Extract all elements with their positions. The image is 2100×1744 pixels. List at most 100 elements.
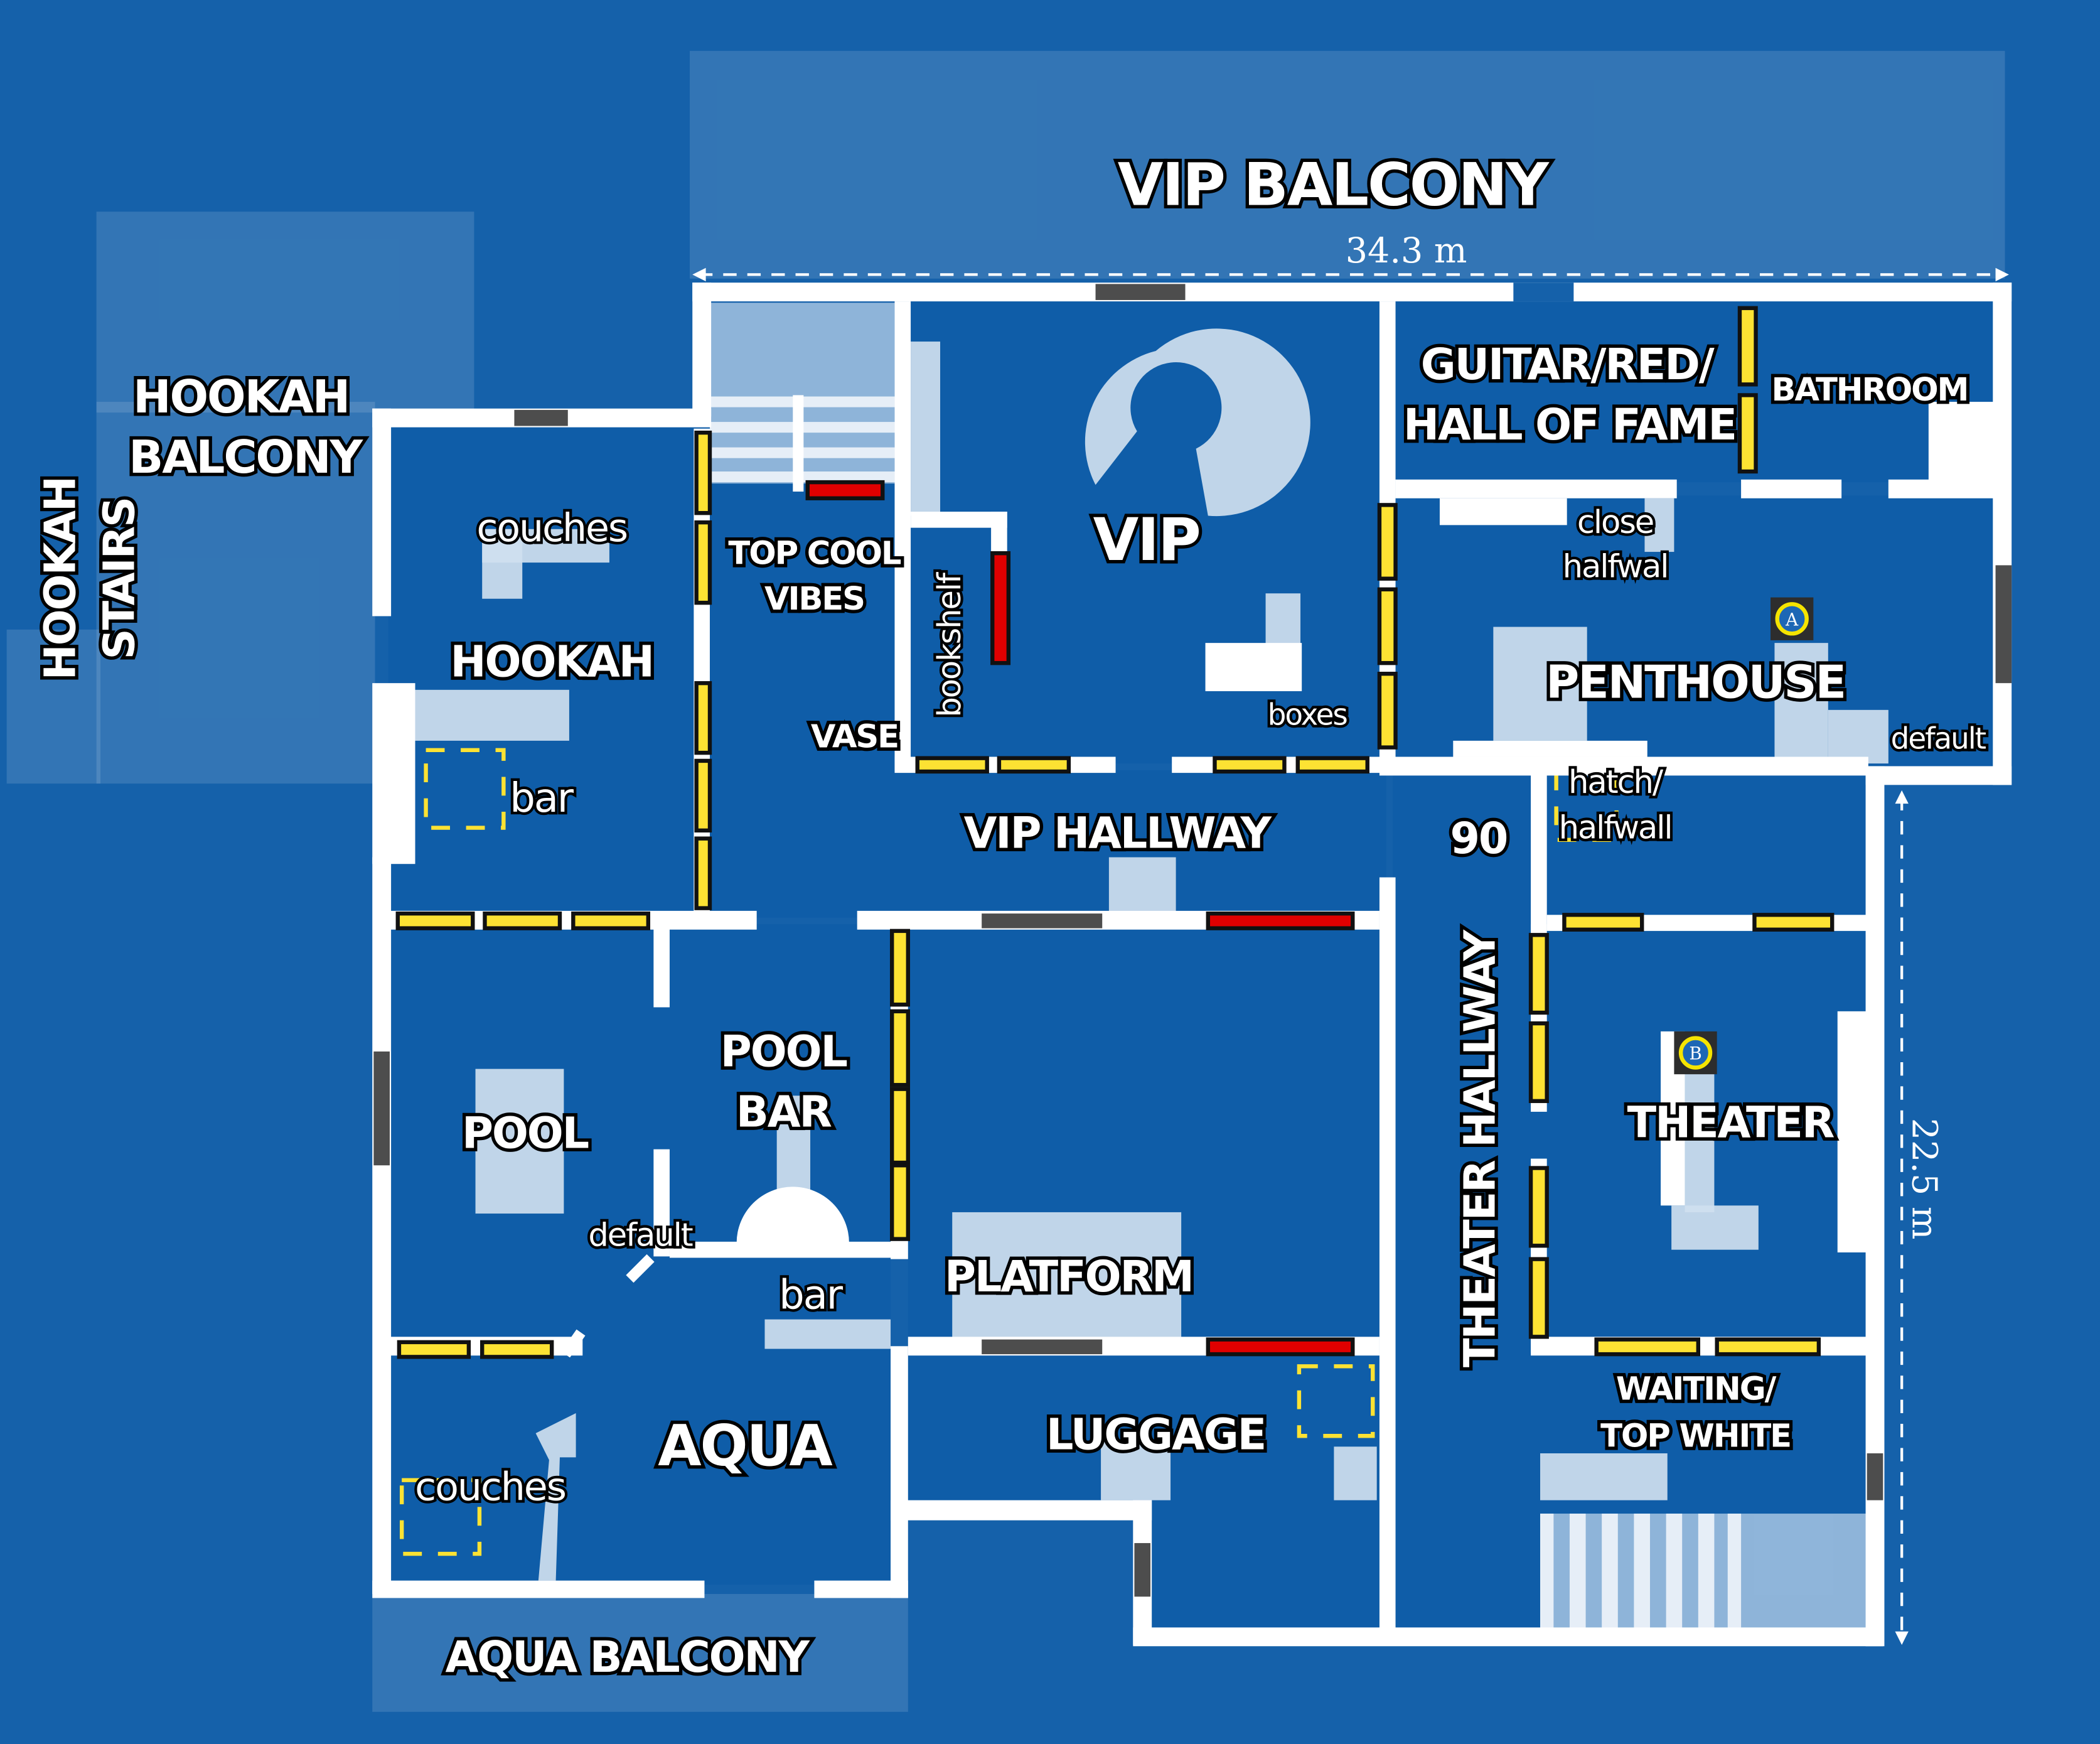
window-yellow[interactable]: [889, 929, 911, 1007]
window-red-top-cool-vibes[interactable]: [805, 480, 885, 500]
label-pool-bar-1: POOL: [721, 1027, 847, 1077]
window-yellow[interactable]: [395, 911, 475, 930]
label-guitar-1: GUITAR/RED/: [1421, 340, 1715, 390]
width-dimension-label: 34.3 m: [1346, 231, 1467, 271]
label-theater: THEATER: [1627, 1098, 1835, 1148]
label-hookah-balcony-2: BALCONY: [129, 431, 363, 484]
site-marker-a[interactable]: A: [1771, 597, 1814, 640]
label-pool: POOL: [462, 1109, 589, 1159]
window-yellow[interactable]: [1562, 913, 1644, 932]
door-vip-balcony[interactable]: [1095, 284, 1186, 300]
wall: [692, 283, 2012, 302]
stair-step: [1540, 1514, 1554, 1632]
window-yellow[interactable]: [1528, 1021, 1549, 1104]
dimension-arrow-left: [692, 267, 706, 282]
couches-hookah-leg: [482, 529, 523, 599]
aqua-couch: [535, 1413, 576, 1581]
door-hookah-balcony[interactable]: [514, 409, 568, 426]
window-yellow[interactable]: [1377, 587, 1398, 665]
callout-aqua-couches: couches: [415, 1465, 565, 1510]
hookah-stairs-area: [6, 629, 101, 784]
window-yellow[interactable]: [889, 1009, 911, 1087]
window-yellow[interactable]: [1528, 1166, 1549, 1248]
waiting-bench: [1540, 1453, 1668, 1500]
window-yellow[interactable]: [694, 758, 712, 833]
wall: [372, 1580, 705, 1598]
label-theater-hallway: THEATER HALLWAY: [1455, 929, 1505, 1367]
label-guitar-2: HALL OF FAME: [1403, 401, 1736, 450]
wall: [372, 857, 392, 1595]
callout-close-halfwall-1: close: [1577, 503, 1653, 541]
bathroom-fixture: [1928, 402, 1996, 483]
door-swing-aqua: [561, 1329, 586, 1358]
window-yellow[interactable]: [1594, 1337, 1701, 1357]
theater-screen: [1837, 1011, 1867, 1252]
label-ninety: 90: [1450, 814, 1507, 864]
hatch-luggage: [1297, 1364, 1375, 1438]
window-red-vip-bookshelf[interactable]: [990, 551, 1011, 665]
window-yellow[interactable]: [1377, 672, 1398, 750]
door-penthouse-east[interactable]: [1995, 565, 2012, 684]
label-hookah-balcony-1: HOOKAH: [133, 371, 349, 424]
window-yellow[interactable]: [1528, 1257, 1549, 1339]
stair-step: [1666, 1514, 1683, 1632]
window-yellow[interactable]: [694, 430, 712, 515]
label-vip: VIP: [1093, 506, 1200, 574]
window-yellow[interactable]: [1715, 1337, 1821, 1357]
stair-step: [1698, 1514, 1715, 1632]
window-yellow[interactable]: [889, 1087, 911, 1165]
height-dimension-label: 22.5 m: [1904, 1118, 1944, 1240]
door-platform-south[interactable]: [982, 1339, 1103, 1355]
door-waiting-east[interactable]: [1867, 1453, 1883, 1500]
callout-pool-default: default: [588, 1216, 692, 1254]
label-platform: PLATFORM: [945, 1252, 1193, 1302]
vip-hallway-table: [1108, 857, 1176, 918]
wall: [991, 512, 1007, 559]
site-a-letter: A: [1785, 609, 1799, 630]
site-marker-b[interactable]: B: [1674, 1031, 1717, 1075]
hookah-counter: [415, 689, 569, 741]
window-yellow[interactable]: [1528, 933, 1549, 1015]
platform-stage: [952, 1212, 1182, 1342]
wall: [372, 408, 392, 616]
yellow-windows: [395, 306, 1835, 1359]
site-a-ring: [1775, 602, 1809, 636]
wall: [1993, 283, 2012, 785]
window-yellow[interactable]: [483, 911, 562, 930]
door-luggage-south[interactable]: [1134, 1542, 1151, 1597]
window-yellow[interactable]: [1213, 756, 1287, 774]
aqua-bar-counter: [764, 1319, 891, 1349]
window-red-platform-south[interactable]: [1206, 1337, 1355, 1357]
window-yellow[interactable]: [480, 1340, 554, 1359]
window-yellow[interactable]: [997, 756, 1071, 774]
window-yellow[interactable]: [889, 1163, 911, 1241]
window-yellow[interactable]: [1752, 913, 1835, 932]
room-guitar: [1393, 301, 2003, 483]
hookah-balcony-area: [96, 212, 474, 413]
window-yellow[interactable]: [571, 911, 651, 930]
window-yellow[interactable]: [397, 1340, 471, 1359]
label-waiting-1: WAITING/: [1616, 1370, 1777, 1408]
window-yellow[interactable]: [694, 520, 712, 605]
wall: [1865, 766, 2012, 785]
label-top-cool-vibes-1: TOP COOL: [728, 534, 901, 572]
window-yellow[interactable]: [915, 756, 989, 774]
window-yellow[interactable]: [1295, 756, 1369, 774]
door-pool-west[interactable]: [373, 1051, 390, 1166]
window-yellow[interactable]: [1737, 306, 1758, 387]
window-yellow[interactable]: [1377, 503, 1398, 581]
wall: [1741, 479, 1842, 498]
label-aqua: AQUA: [658, 1414, 832, 1479]
site-b-ring: [1678, 1036, 1713, 1070]
callout-hatch-halfwall-1: hatch/: [1568, 763, 1664, 801]
label-hookah: HOOKAH: [451, 637, 653, 687]
wall: [894, 301, 911, 770]
window-red-platform-north[interactable]: [1206, 911, 1355, 930]
door-platform-north[interactable]: [982, 913, 1103, 929]
room-luggage-lower: [1145, 1500, 1379, 1628]
window-yellow[interactable]: [694, 836, 712, 910]
window-yellow[interactable]: [1737, 393, 1758, 474]
wall: [692, 283, 712, 417]
window-yellow[interactable]: [694, 681, 712, 755]
vip-round-couch: [1085, 328, 1310, 517]
